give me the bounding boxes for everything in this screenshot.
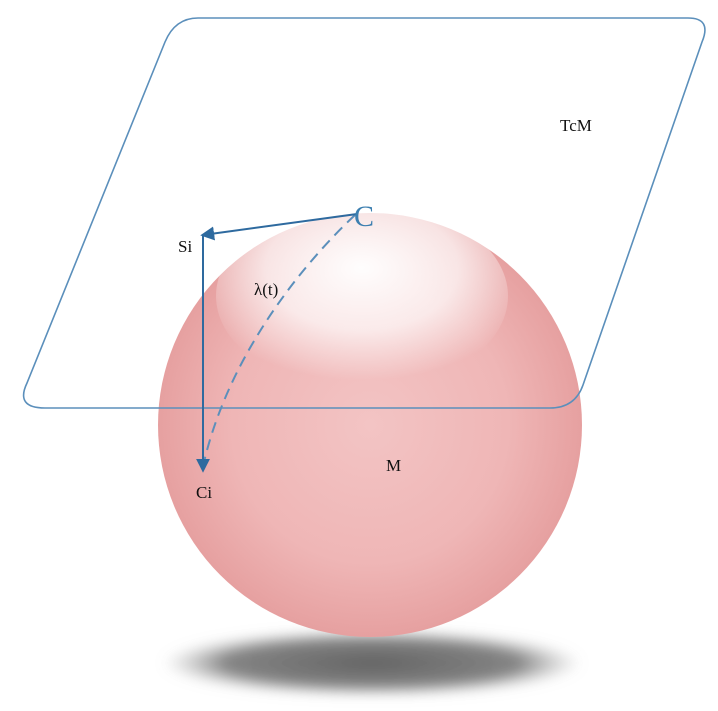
sphere-shadow: [162, 630, 582, 696]
sphere-highlight: [216, 202, 508, 390]
point-c-label: C: [354, 200, 374, 233]
geodesic-label: λ(t): [254, 280, 278, 299]
manifold-label: M: [386, 456, 401, 475]
tangent-space-label: TcM: [560, 116, 592, 135]
geodesic-curve: [203, 214, 356, 463]
ci-label: Ci: [196, 483, 212, 502]
tangent-plane: [22, 17, 706, 409]
tangent-vector-arrow: [200, 213, 358, 241]
si-label: Si: [178, 237, 192, 256]
